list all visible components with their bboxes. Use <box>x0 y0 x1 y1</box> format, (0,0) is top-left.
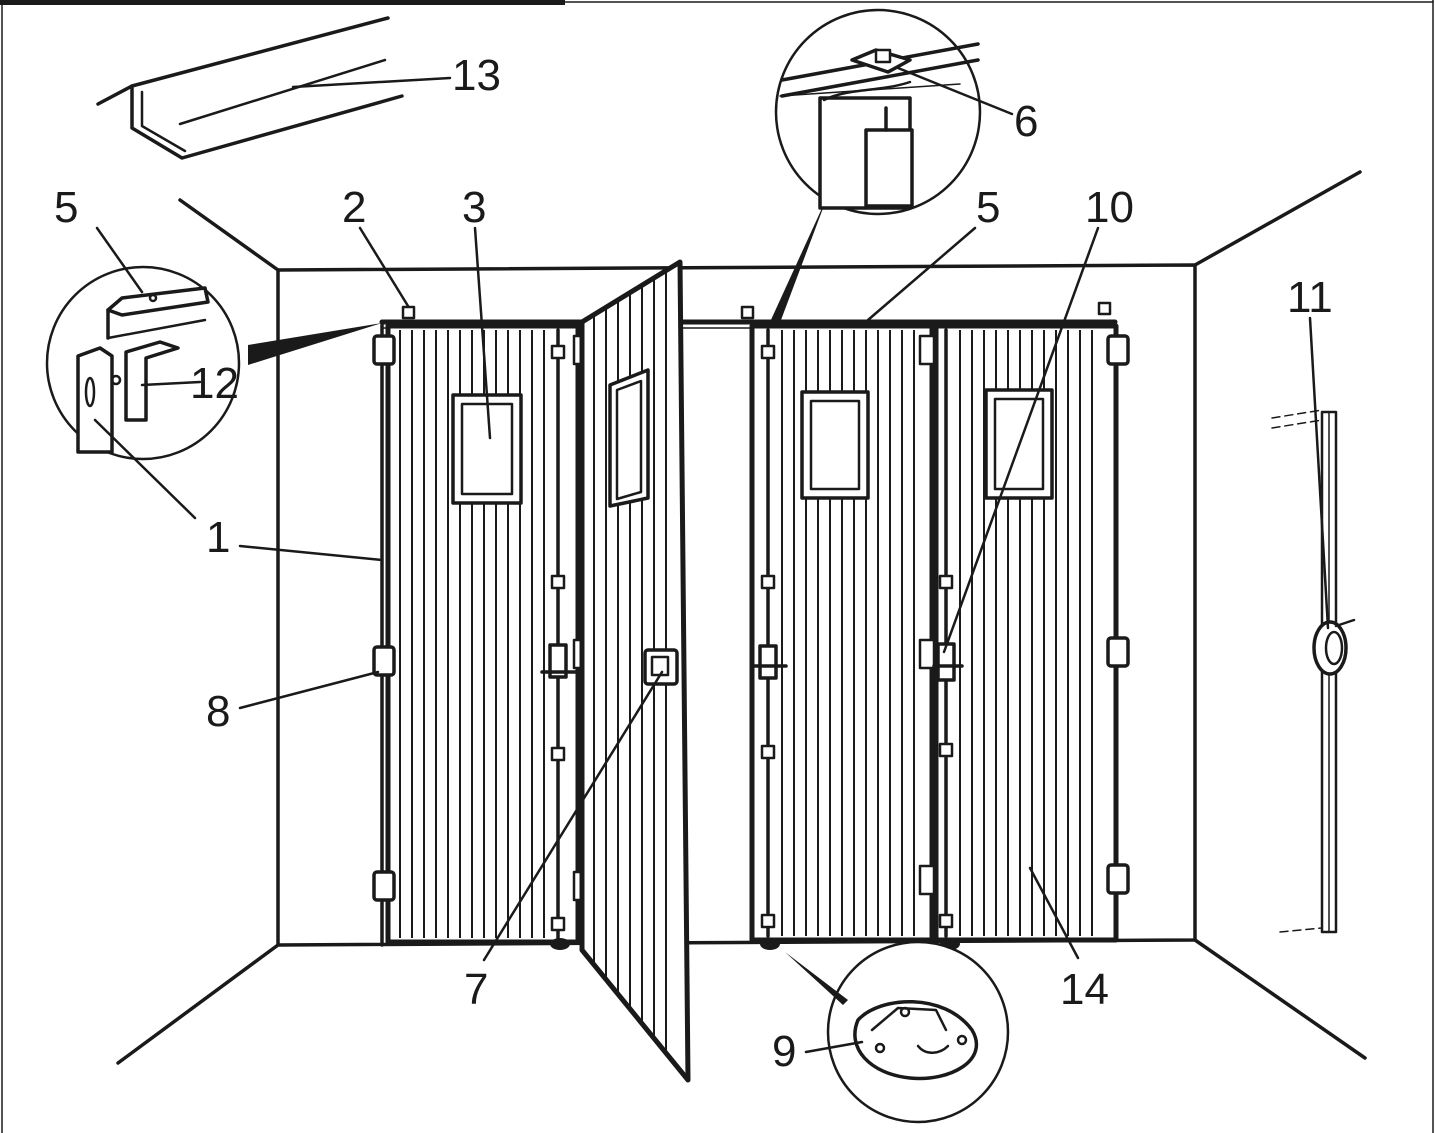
leader-5b <box>866 226 977 322</box>
label-3: 3 <box>462 183 486 232</box>
leader-7 <box>482 670 664 962</box>
hinge-right-bottom <box>1106 863 1130 895</box>
track-lower-edge <box>130 84 404 160</box>
leader-2 <box>358 226 410 308</box>
leader-5a <box>95 226 144 294</box>
ceiling-left-edge <box>178 198 280 272</box>
floor-stop-detail-pointer <box>785 952 848 1005</box>
leader-1-lower <box>93 418 197 520</box>
leader-1 <box>238 544 384 562</box>
leader-14 <box>1028 866 1080 960</box>
leader-8 <box>238 670 380 710</box>
hinge-right-middle <box>1106 636 1130 668</box>
rail-section <box>106 286 210 317</box>
leader-12 <box>140 380 202 387</box>
leader-11 <box>1308 316 1330 630</box>
label-9: 9 <box>772 1027 796 1076</box>
track-profile-detail <box>96 16 404 160</box>
floor-left-edge <box>116 943 280 1065</box>
callout-labels: 13 5 2 3 12 1 8 6 5 10 11 7 14 9 <box>54 51 1333 1076</box>
floor-roller-left <box>550 938 570 950</box>
label-6: 6 <box>1014 97 1038 146</box>
floor-roller-right-a <box>760 938 780 950</box>
floor-stop-detail <box>785 940 1010 1124</box>
label-13: 13 <box>452 51 501 100</box>
leader-6 <box>896 66 1014 116</box>
door-leaf-right-b <box>932 323 1130 950</box>
label-14: 14 <box>1060 965 1109 1014</box>
label-1: 1 <box>206 513 230 562</box>
label-5-left: 5 <box>54 183 78 232</box>
label-7: 7 <box>464 965 488 1014</box>
guide-roller-block <box>864 128 914 208</box>
frame-post-section <box>76 346 114 454</box>
garage-room <box>116 170 1367 1065</box>
top-bracket-right <box>1097 301 1112 316</box>
bracket-detail-pointer <box>248 323 382 365</box>
label-5-right: 5 <box>976 183 1000 232</box>
window-left-pane <box>460 402 514 496</box>
label-10: 10 <box>1085 183 1134 232</box>
label-11: 11 <box>1287 273 1333 322</box>
door-leaf-open <box>579 259 691 1083</box>
floor-right-edge <box>1193 938 1367 1060</box>
lock-handle-left <box>548 643 568 679</box>
bracket-detail <box>45 265 382 461</box>
label-8: 8 <box>206 687 230 736</box>
hinge-left-middle <box>372 645 396 677</box>
leader-9 <box>804 1040 864 1054</box>
leader-lines <box>93 66 1330 1054</box>
guide-detail <box>770 8 982 328</box>
ceiling-right-edge <box>1193 170 1362 267</box>
door-leaf-left <box>372 323 590 950</box>
label-12: 12 <box>190 359 239 408</box>
fixing-bracket <box>124 340 180 422</box>
top-bar <box>0 0 565 5</box>
guide-detail-pointer <box>770 195 828 328</box>
label-2: 2 <box>342 183 366 232</box>
leader-3 <box>473 226 492 440</box>
hinge-left-bottom <box>372 870 396 902</box>
top-bracket-left <box>401 305 416 320</box>
leader-13 <box>291 76 452 89</box>
top-bracket-middle <box>740 305 755 320</box>
floor-stop-plate <box>853 1000 979 1081</box>
locking-bar-detail <box>1271 409 1356 934</box>
door-leaf-right-a <box>749 323 936 950</box>
hinge-right-top <box>1106 334 1130 366</box>
leader-10 <box>942 226 1100 654</box>
hinge-left-top <box>372 334 396 366</box>
